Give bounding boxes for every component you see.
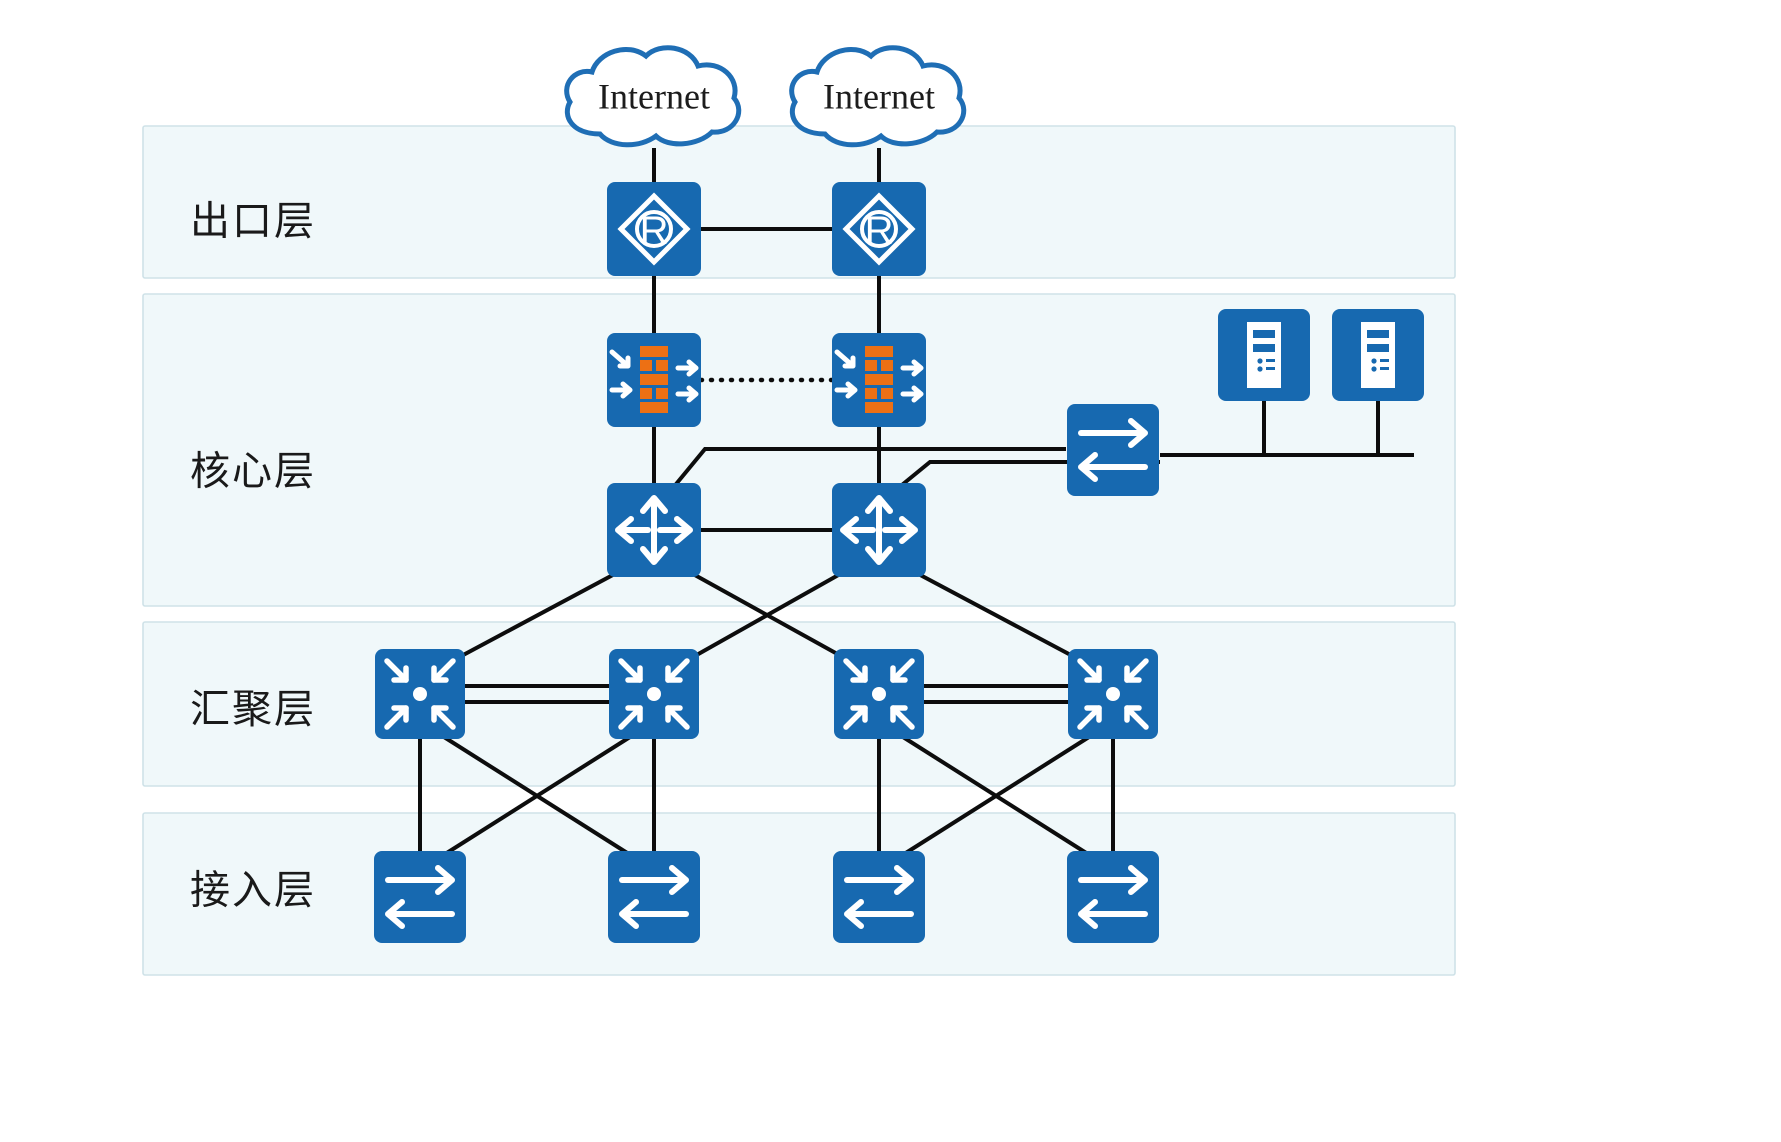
layer-label-aggregation: 汇聚层	[190, 688, 316, 732]
layer-band-access	[142, 812, 1456, 976]
agg-switch-icon	[834, 649, 924, 739]
layer-bands	[142, 125, 1456, 976]
core-switch-icon	[832, 483, 926, 577]
device-server-switch[interactable]	[1067, 404, 1159, 496]
router-letter: R	[865, 209, 894, 253]
agg-switch-icon	[375, 649, 465, 739]
device-access-switch-2[interactable]	[608, 851, 700, 943]
layer-label-egress: 出口层	[190, 200, 316, 244]
layer-band-egress	[142, 125, 1456, 279]
device-firewall-2[interactable]	[832, 333, 926, 427]
device-core-switch-1[interactable]	[607, 483, 701, 577]
layer-band-aggregation	[142, 621, 1456, 787]
device-access-switch-3[interactable]	[833, 851, 925, 943]
device-core-switch-2[interactable]	[832, 483, 926, 577]
layer-label-core: 核心层	[190, 450, 316, 494]
server-icon	[1218, 309, 1310, 401]
access-switch-icon	[374, 851, 466, 943]
link-agg2-acc1	[440, 735, 632, 858]
access-switch-icon	[1067, 851, 1159, 943]
link-core2-agg4	[908, 567, 1083, 663]
cloud-internet-1[interactable]: Internet	[567, 48, 739, 145]
device-server-1[interactable]	[1218, 309, 1310, 401]
device-router-2[interactable]: R	[832, 182, 926, 276]
access-switch-icon	[833, 851, 925, 943]
server-icon	[1332, 309, 1424, 401]
device-agg-switch-1[interactable]	[375, 649, 465, 739]
access-switch-icon	[1067, 404, 1159, 496]
cloud-internet-2[interactable]: Internet	[792, 48, 964, 145]
device-server-2[interactable]	[1332, 309, 1424, 401]
layer-label-access: 接入层	[190, 869, 316, 913]
link-core1-agg1	[451, 567, 625, 663]
device-agg-switch-2[interactable]	[609, 649, 699, 739]
device-agg-switch-4[interactable]	[1068, 649, 1158, 739]
agg-switch-icon	[609, 649, 699, 739]
device-access-switch-1[interactable]	[374, 851, 466, 943]
agg-switch-icon	[1068, 649, 1158, 739]
device-router-1[interactable]: R	[607, 182, 701, 276]
device-agg-switch-3[interactable]	[834, 649, 924, 739]
device-firewall-1[interactable]	[607, 333, 701, 427]
core-switch-icon	[607, 483, 701, 577]
link-core1-serverswitch	[670, 447, 1066, 491]
device-access-switch-4[interactable]	[1067, 851, 1159, 943]
firewall-icon	[832, 333, 926, 427]
firewall-icon	[607, 333, 701, 427]
cloud-nodes: Internet Internet	[567, 48, 964, 145]
cloud-label: Internet	[598, 76, 710, 116]
cloud-label: Internet	[823, 76, 935, 116]
link-agg4-acc3	[899, 735, 1091, 858]
access-switch-icon	[608, 851, 700, 943]
router-letter: R	[640, 209, 669, 253]
link-core2-agg2	[685, 567, 850, 663]
